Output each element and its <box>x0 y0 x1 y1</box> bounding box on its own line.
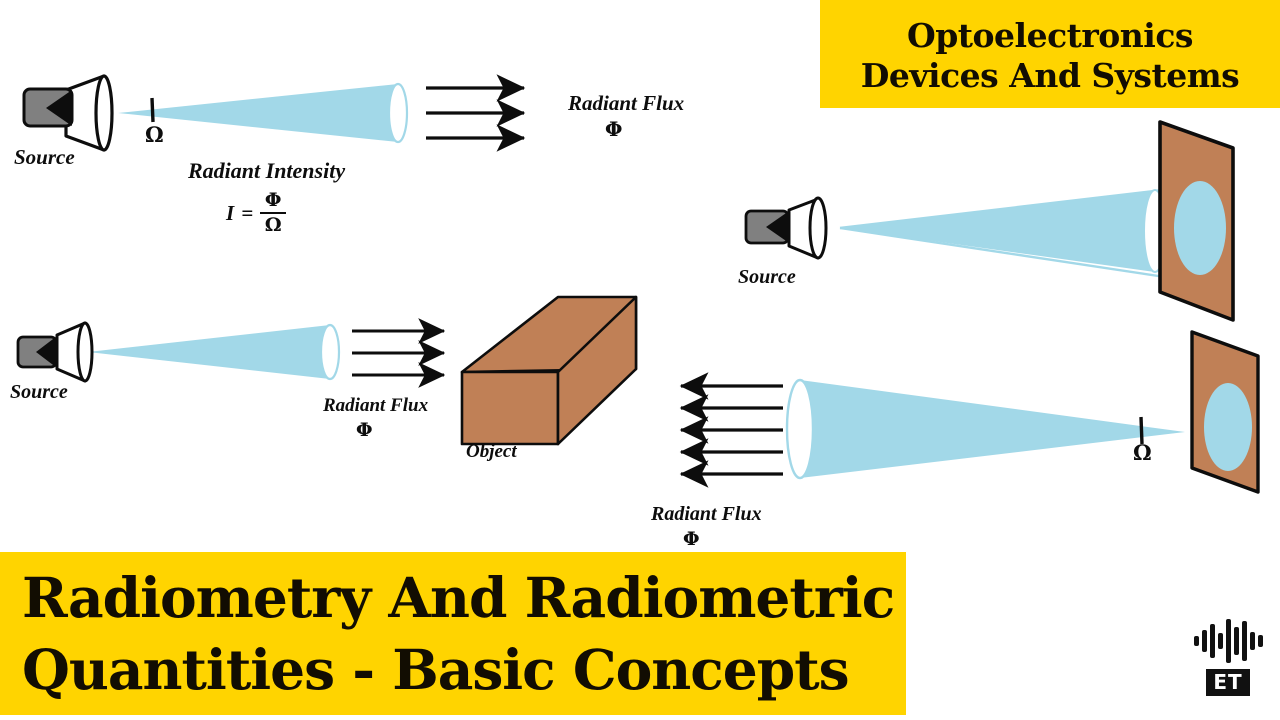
radiant-flux-symbol-4: Φ <box>683 528 700 550</box>
illuminated-spot <box>1204 383 1252 471</box>
formula-denominator: Ω <box>264 214 282 236</box>
flux-arrows <box>352 318 446 388</box>
formula-equals: = <box>241 200 254 225</box>
fraction-bar <box>260 212 287 214</box>
formula-lhs: I <box>226 200 235 225</box>
channel-logo: ET <box>1186 618 1270 708</box>
beam-cone-opening <box>387 82 409 144</box>
diagram-radiance-surface <box>679 330 1260 494</box>
solid-angle-label-4: Ω <box>1133 440 1152 465</box>
logo-text: ET <box>1206 669 1250 696</box>
radiant-flux-label-2: Radiant Flux <box>323 395 429 416</box>
formula-numerator: Φ <box>264 189 282 211</box>
source-label-3: Source <box>738 266 796 288</box>
source-lamp <box>16 321 94 383</box>
solid-angle-label-1: Ω <box>145 122 164 147</box>
object-label: Object <box>466 441 517 462</box>
source-label-1: Source <box>14 145 75 169</box>
source-lens <box>94 74 114 152</box>
flux-arrows <box>679 372 783 488</box>
radiant-intensity-formula: I = Φ Ω <box>226 189 287 236</box>
waveform-bar <box>1209 624 1215 658</box>
source-emitter <box>36 336 57 368</box>
beam-edge-ray <box>839 226 1206 285</box>
radiant-flux-symbol-1: Φ <box>605 117 623 141</box>
illuminated-spot <box>1174 181 1226 275</box>
waveform-bar <box>1249 632 1255 650</box>
flux-arrows <box>426 74 526 152</box>
beam-cone <box>118 84 398 142</box>
header-banner: Optoelectronics Devices And Systems <box>820 0 1280 108</box>
title-line-2: Quantities - Basic Concepts <box>22 636 850 702</box>
beam-cone-opening <box>319 323 341 381</box>
header-line-1: Optoelectronics <box>906 16 1194 55</box>
title-banner: Radiometry And Radiometric Quantities - … <box>0 552 906 715</box>
waveform-bar <box>1257 635 1263 647</box>
waveform-bar <box>1193 636 1199 646</box>
source-lens <box>76 321 94 383</box>
audio-waveform-icon <box>1193 618 1263 664</box>
diagram-radiant-flux-object <box>16 295 638 446</box>
radiant-flux-symbol-2: Φ <box>356 419 373 441</box>
waveform-bar <box>1233 627 1239 655</box>
waveform-bar <box>1217 633 1223 649</box>
waveform-bar <box>1201 630 1207 652</box>
formula-fraction: Φ Ω <box>260 189 287 236</box>
title-line-1: Radiometry And Radiometric <box>22 564 895 630</box>
radiant-flux-label-4: Radiant Flux <box>651 503 762 525</box>
waveform-bar <box>1241 621 1247 661</box>
beam-cone-opening <box>785 378 815 480</box>
waveform-bar <box>1225 619 1231 663</box>
source-lamp <box>744 196 828 260</box>
source-emitter <box>766 211 789 243</box>
solid-angle-tick <box>150 97 155 123</box>
diagram-radiant-intensity <box>22 74 526 152</box>
solid-angle-tick <box>1139 416 1144 445</box>
object-box-front <box>460 370 560 446</box>
source-emitter <box>46 90 72 126</box>
beam-cone <box>800 380 1185 478</box>
object-box-side <box>556 295 638 446</box>
diagram-irradiance-surface <box>744 120 1235 322</box>
radiant-flux-label-1: Radiant Flux <box>568 91 685 115</box>
source-label-2: Source <box>10 381 68 403</box>
source-lamp <box>22 74 114 152</box>
beam-cone <box>840 190 1155 272</box>
source-lens <box>808 196 828 260</box>
radiant-intensity-label: Radiant Intensity <box>188 158 346 183</box>
beam-cone <box>88 325 330 379</box>
object-box <box>460 295 638 446</box>
header-line-2: Devices And Systems <box>860 56 1240 95</box>
